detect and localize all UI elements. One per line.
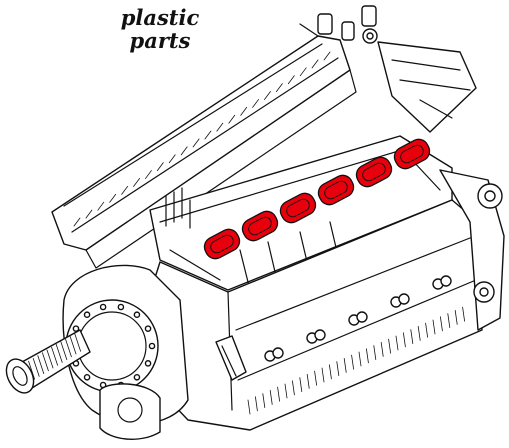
rib-line: [388, 338, 391, 354]
spline-line: [65, 338, 72, 358]
reduction-gear-case: [62, 264, 189, 440]
rib-line: [204, 130, 212, 140]
spline-line: [51, 346, 58, 366]
rib-line: [306, 374, 310, 389]
case-bolt: [99, 303, 107, 311]
rib-line: [410, 329, 414, 344]
rib-line: [121, 185, 129, 195]
rib-line: [85, 209, 93, 219]
caption-line-1: plastic: [120, 5, 200, 30]
rib-line: [133, 178, 140, 187]
case-bolt: [133, 373, 141, 381]
rib-line: [440, 316, 443, 332]
rib-line: [329, 364, 332, 380]
rib-line: [180, 146, 188, 156]
rib-line: [262, 393, 266, 408]
rib-line: [145, 170, 152, 179]
rib-line: [277, 386, 280, 402]
plastic-part: [317, 174, 355, 206]
rib-line: [269, 390, 273, 405]
rib-line: [292, 380, 295, 396]
case-bolt: [148, 342, 156, 350]
case-bolt: [72, 325, 80, 332]
rib-line: [403, 332, 406, 348]
rib-line: [373, 345, 377, 360]
plastic-part: [393, 138, 431, 170]
spline-line: [55, 344, 63, 363]
case-bolt: [133, 311, 141, 319]
spline-line: [37, 355, 45, 374]
spline-line: [74, 332, 81, 352]
spline-line: [69, 335, 77, 355]
rib-line: [97, 201, 105, 211]
rib-line: [432, 319, 436, 335]
plastic-part: [241, 210, 279, 242]
rib-line: [425, 322, 428, 338]
rib-line: [314, 370, 317, 386]
rib-line: [216, 122, 224, 132]
rib-line: [321, 367, 325, 383]
case-bolt: [83, 373, 91, 381]
rib-line: [240, 106, 248, 116]
rib-line: [358, 351, 362, 367]
rib-line: [323, 51, 331, 61]
rib-line: [343, 358, 347, 373]
plastic-parts-highlight: [203, 138, 431, 260]
right-rocker-cover: [377, 41, 477, 133]
bolt-head: [398, 293, 410, 305]
spline-line: [60, 341, 68, 360]
bolt-head: [314, 329, 326, 341]
rib-line: [264, 91, 271, 100]
rib-line: [192, 138, 200, 148]
rib-line: [299, 377, 303, 392]
propeller-shaft: [5, 329, 91, 394]
plastic-part: [203, 228, 241, 260]
plastic-part: [355, 156, 393, 188]
bolt-head: [272, 347, 284, 359]
case-bolt: [144, 325, 152, 332]
rib-line: [366, 348, 369, 364]
caption-label: plastic parts: [100, 6, 220, 52]
front-bracket: [215, 335, 247, 381]
rib-line: [395, 335, 399, 351]
rib-line: [168, 154, 176, 164]
accessory-section: [439, 169, 505, 331]
rib-line: [284, 383, 288, 399]
rib-line: [336, 361, 340, 376]
left-rocker-cover: [51, 5, 378, 269]
spline-line: [42, 352, 49, 372]
rib-line: [252, 99, 259, 108]
rib-line: [156, 162, 164, 172]
rib-line: [462, 306, 465, 322]
bolt-head: [440, 275, 452, 287]
rib-line: [351, 354, 354, 370]
rib-line: [109, 193, 117, 203]
rib-line: [380, 342, 384, 357]
rib-line: [255, 396, 258, 412]
plastic-part: [279, 192, 317, 224]
case-bolt: [144, 360, 152, 367]
rib-line: [417, 326, 421, 341]
rib-line: [247, 399, 251, 415]
rib-line: [299, 67, 307, 77]
rib-line: [447, 313, 451, 328]
rib-line: [311, 59, 319, 69]
spline-line: [32, 358, 40, 377]
rib-line: [228, 114, 236, 124]
case-bolt: [117, 303, 125, 311]
rib-line: [287, 75, 295, 85]
rib-line: [73, 217, 81, 227]
rib-line: [275, 83, 283, 93]
caption-line-2: parts: [129, 28, 191, 53]
bolt-head: [356, 311, 368, 323]
rib-line: [454, 310, 458, 325]
case-bolt: [83, 311, 91, 319]
spline-line: [46, 349, 54, 369]
